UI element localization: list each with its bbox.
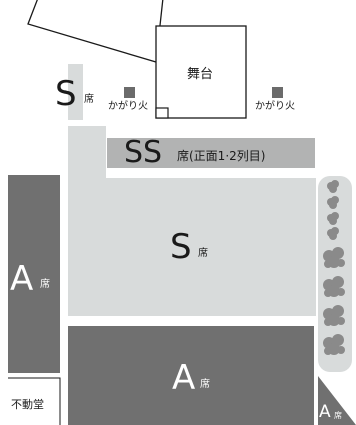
- torch-icon: [272, 87, 283, 98]
- torch-icon: [124, 87, 135, 98]
- tree-icon: [323, 334, 345, 355]
- s-main-letter: S: [170, 227, 192, 267]
- torch-right-label: かがり火: [255, 101, 295, 112]
- s-left-letter: S: [55, 74, 77, 114]
- a-left-block: [8, 175, 60, 373]
- s-left-suffix: 席: [84, 94, 94, 105]
- stage-pillar: [155, 107, 169, 119]
- tree-icon: [323, 276, 345, 297]
- ss-suffix: 席(正面1·2列目): [177, 149, 266, 163]
- tree-icon: [323, 305, 345, 326]
- ss-block: [107, 138, 315, 168]
- s-left-block: [68, 64, 83, 120]
- tree-icon: [327, 180, 339, 193]
- a-left-suffix: 席: [40, 279, 50, 290]
- torch-left-label: かがり火: [108, 101, 148, 112]
- stage: [155, 25, 247, 119]
- tree-icon: [327, 212, 339, 225]
- a-left-letter: A: [10, 259, 34, 299]
- s-main-suffix: 席: [198, 248, 208, 259]
- a-bottom-suffix: 席: [200, 379, 210, 390]
- a-corner-suffix: 席: [334, 411, 342, 420]
- tree-icon: [323, 247, 345, 268]
- fudodo-label: 不動堂: [11, 398, 44, 411]
- a-bottom-letter: A: [172, 358, 196, 398]
- trees: [323, 180, 345, 355]
- a-bottom-block: [68, 326, 314, 425]
- ss-letter: SS: [124, 135, 163, 170]
- stage-label: 舞台: [187, 67, 214, 82]
- tree-icon: [327, 196, 339, 209]
- a-corner-letter: A: [319, 402, 331, 422]
- tree-icon: [327, 227, 339, 240]
